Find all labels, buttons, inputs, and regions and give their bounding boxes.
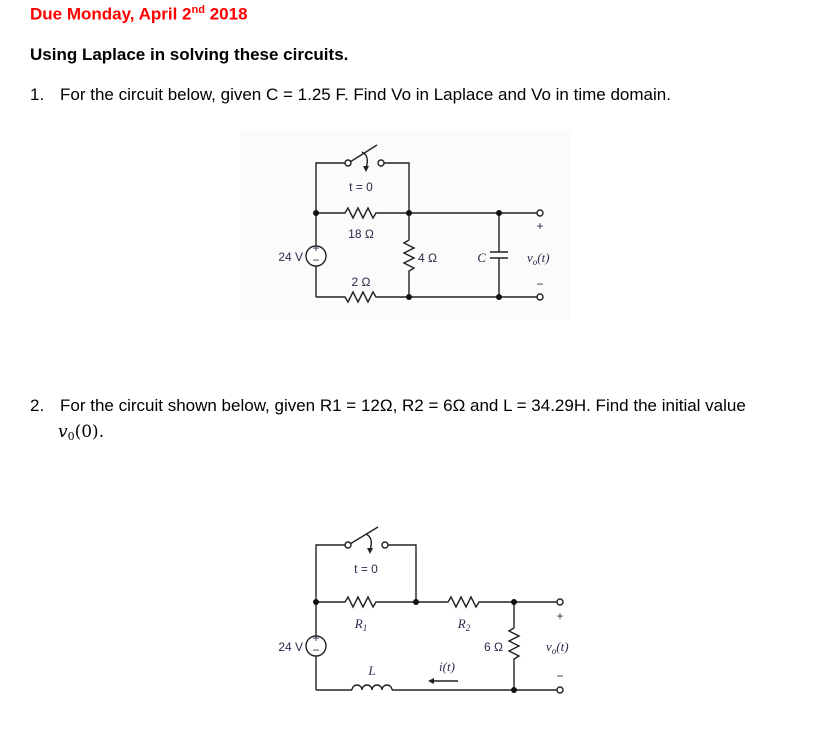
due-date-year: 2018	[204, 4, 248, 24]
capacitor-label: C	[477, 250, 486, 265]
question-2-variable: v0(0).	[58, 422, 104, 443]
inductor-label: L	[367, 663, 375, 678]
source-plus: +	[312, 241, 319, 255]
output-plus: +	[536, 219, 543, 233]
variable-sub: 0	[67, 430, 75, 443]
switch-label: t = 0	[354, 562, 378, 576]
due-date-text: Due Monday, April 2	[30, 4, 192, 24]
due-date: Due Monday, April 2nd 2018	[30, 4, 248, 25]
question-2: 2. For the circuit shown below, given R1 …	[30, 396, 746, 416]
source-label: 24 V	[278, 250, 303, 264]
output-voltage-label: vo(t)	[546, 639, 569, 656]
output-minus: −	[556, 669, 563, 683]
source-label: 24 V	[278, 640, 303, 654]
current-label: i(t)	[439, 659, 455, 674]
question-2-number: 2.	[30, 396, 45, 415]
output-plus: +	[556, 609, 563, 623]
circuit-2-diagram: + − t = 0 24 V R1 R2 6 Ω L i(t) + − vo(t…	[278, 526, 569, 694]
switch-label: t = 0	[349, 180, 373, 194]
due-date-superscript: nd	[191, 4, 205, 16]
variable-v: v	[58, 422, 68, 442]
question-1: 1. For the circuit below, given C = 1.25 …	[30, 85, 671, 105]
circuit-1-diagram: + − t = 0 24 V 18 Ω 2 Ω 4 Ω C + − vo(t)	[240, 130, 570, 320]
question-2-text: For the circuit shown below, given R1 = …	[60, 396, 746, 415]
source-minus: −	[312, 643, 319, 657]
r1-label: R1	[354, 616, 367, 633]
output-voltage-label: vo(t)	[527, 250, 550, 267]
source-plus: +	[312, 631, 319, 645]
resistor-2-label: 2 Ω	[352, 275, 371, 289]
question-1-text: For the circuit below, given C = 1.25 F.…	[60, 85, 671, 104]
resistor-4-label: 4 Ω	[418, 251, 437, 265]
resistor-18-label: 18 Ω	[348, 227, 374, 241]
r2-label: R2	[457, 616, 471, 633]
variable-arg: (0).	[74, 422, 105, 442]
question-1-number: 1.	[30, 85, 45, 104]
output-minus: −	[536, 277, 543, 291]
resistor-6-label: 6 Ω	[484, 640, 503, 654]
source-minus: −	[312, 253, 319, 267]
assignment-heading: Using Laplace in solving these circuits.	[30, 45, 349, 64]
